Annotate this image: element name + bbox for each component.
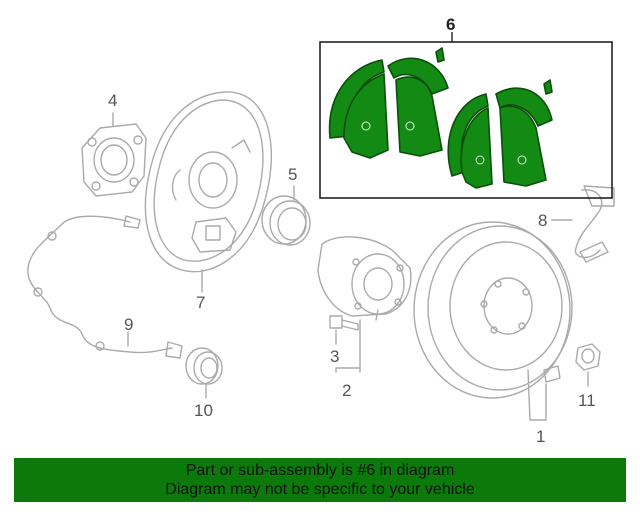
part-1-brake-drum[interactable] (413, 221, 573, 421)
banner-line-2: Diagram may not be specific to your vehi… (165, 481, 475, 498)
part-2-hub-assembly[interactable] (317, 236, 412, 373)
part-4-hub-bracket[interactable] (81, 112, 147, 197)
part-8-hose[interactable] (551, 185, 615, 263)
callout-11: 11 (578, 391, 596, 410)
callout-7: 7 (196, 293, 206, 312)
part-3-bolt[interactable] (329, 315, 359, 345)
part-6-frame (319, 32, 613, 199)
info-banner: Part or sub-assembly is #6 in diagram Di… (14, 458, 626, 502)
callout-10: 10 (194, 401, 213, 420)
callout-8: 8 (538, 211, 548, 230)
part-9-sensor-wire[interactable] (27, 215, 183, 359)
callout-5: 5 (288, 165, 298, 184)
part-7-backing-plate[interactable] (144, 91, 272, 293)
callout-2: 2 (342, 381, 352, 400)
part-10-seal[interactable] (185, 347, 223, 399)
callout-4: 4 (108, 91, 118, 110)
part-6-brake-shoes[interactable] (328, 47, 553, 189)
banner-line-1: Part or sub-assembly is #6 in diagram (185, 462, 455, 479)
callout-1: 1 (536, 427, 546, 446)
part-5-seal[interactable] (261, 185, 311, 246)
callout-3: 3 (330, 347, 340, 366)
part-11-nut[interactable] (575, 343, 601, 387)
part-6-shoe-details (361, 121, 527, 165)
callout-9: 9 (124, 315, 134, 334)
callout-6: 6 (446, 15, 456, 34)
